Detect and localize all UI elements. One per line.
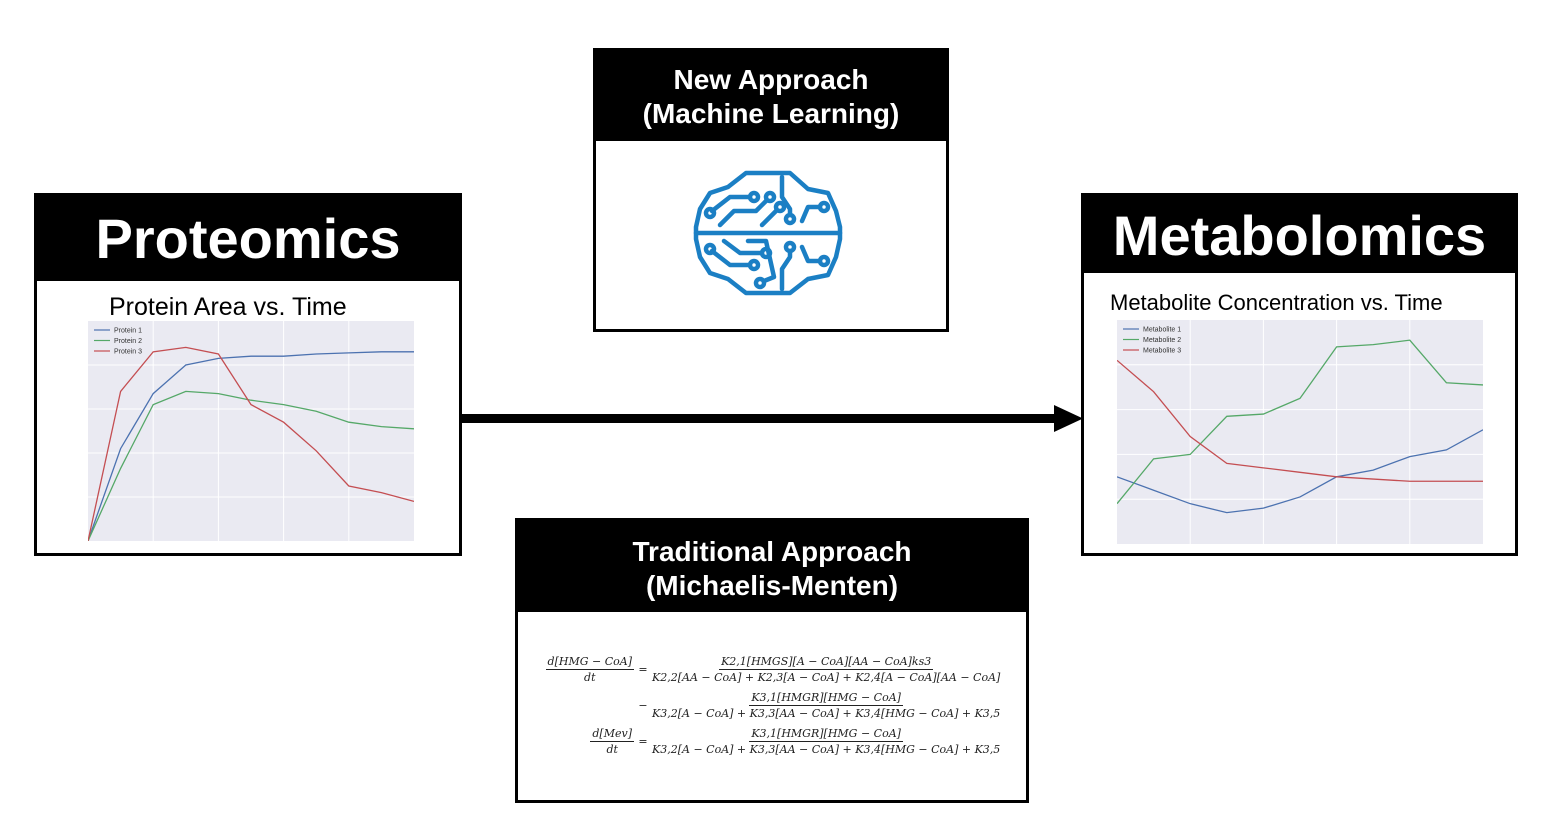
new-approach-subtitle: (Machine Learning): [642, 98, 900, 129]
eq2-lhs-denominator: dt: [606, 742, 618, 756]
protein-plot-area: [88, 321, 414, 541]
eq1-term2-denominator: K3,2[A − CoA] + K3,3[AA − CoA] + K3,4[HM…: [652, 706, 1001, 720]
traditional-approach-header: Traditional Approach (Michaelis-Menten): [518, 521, 1026, 612]
michaelis-menten-equations: d[HMG − CoA]dt = K2,1[HMGS][A − CoA][AA …: [538, 651, 1013, 759]
protein-chart: Protein 1 Protein 2 Protein 3: [88, 321, 414, 541]
protein-series-line: [88, 351, 414, 541]
protein-chart-title: Protein Area vs. Time: [109, 293, 347, 321]
protein-series-line: [88, 390, 414, 541]
metabolite-legend-label: Metabolite 2: [1143, 337, 1181, 344]
metabolite-chart-title: Metabolite Concentration vs. Time: [1110, 290, 1443, 315]
protein-series-line: [88, 346, 414, 541]
new-approach-panel: New Approach (Machine Learning): [593, 48, 949, 332]
traditional-approach-subtitle: (Michaelis-Menten): [645, 570, 899, 601]
protein-legend-label: Protein 2: [114, 338, 142, 345]
eq1-lhs-denominator: dt: [584, 670, 596, 684]
equation-hmg-coa-row2: − K3,1[HMGR][HMG − CoA]K3,2[A − CoA] + K…: [638, 690, 1001, 720]
proteomics-panel: Proteomics Protein Area vs. Time Protein…: [34, 193, 462, 556]
metabolite-plot-area: [1117, 320, 1483, 544]
eq2-numerator: K3,1[HMGR][HMG − CoA]: [749, 726, 903, 742]
metabolite-legend-label: Metabolite 1: [1143, 327, 1181, 334]
metabolomics-panel: Metabolomics Metabolite Concentration vs…: [1081, 193, 1518, 556]
flow-arrow: [460, 405, 1083, 432]
metabolite-series-line: [1117, 339, 1483, 505]
protein-legend-label: Protein 1: [114, 328, 142, 335]
brain-circuit-icon: [693, 170, 843, 296]
metabolite-series-line: [1117, 359, 1483, 482]
eq1-term2-numerator: K3,1[HMGR][HMG − CoA]: [749, 690, 903, 706]
eq1-term1-numerator: K2,1[HMGS][A − CoA][AA − CoA]ks3: [719, 654, 934, 670]
metabolite-series-line: [1117, 429, 1483, 514]
metabolomics-title: Metabolomics: [1084, 196, 1515, 273]
new-approach-title: New Approach: [673, 64, 869, 95]
eq1-term1-denominator: K2,2[AA − CoA] + K2,3[A − CoA] + K2,4[A …: [652, 670, 1001, 684]
metabolite-legend-label: Metabolite 3: [1143, 348, 1181, 355]
metabolite-chart: Metabolite 1 Metabolite 2 Metabolite 3: [1117, 320, 1483, 544]
new-approach-header: New Approach (Machine Learning): [596, 51, 946, 141]
protein-legend-label: Protein 3: [114, 349, 142, 356]
eq2-lhs-numerator: d[Mev]: [590, 726, 634, 742]
equation-hmg-coa-row1: d[HMG − CoA]dt = K2,1[HMGS][A − CoA][AA …: [545, 654, 1001, 684]
traditional-approach-title: Traditional Approach: [632, 536, 912, 567]
equation-mev-row: d[Mev]dt = K3,1[HMGR][HMG − CoA]K3,2[A −…: [590, 726, 1001, 756]
eq2-denominator: K3,2[A − CoA] + K3,3[AA − CoA] + K3,4[HM…: [652, 742, 1001, 756]
proteomics-title: Proteomics: [37, 196, 459, 281]
eq1-lhs-numerator: d[HMG − CoA]: [545, 654, 634, 670]
traditional-approach-panel: Traditional Approach (Michaelis-Menten) …: [515, 518, 1029, 803]
